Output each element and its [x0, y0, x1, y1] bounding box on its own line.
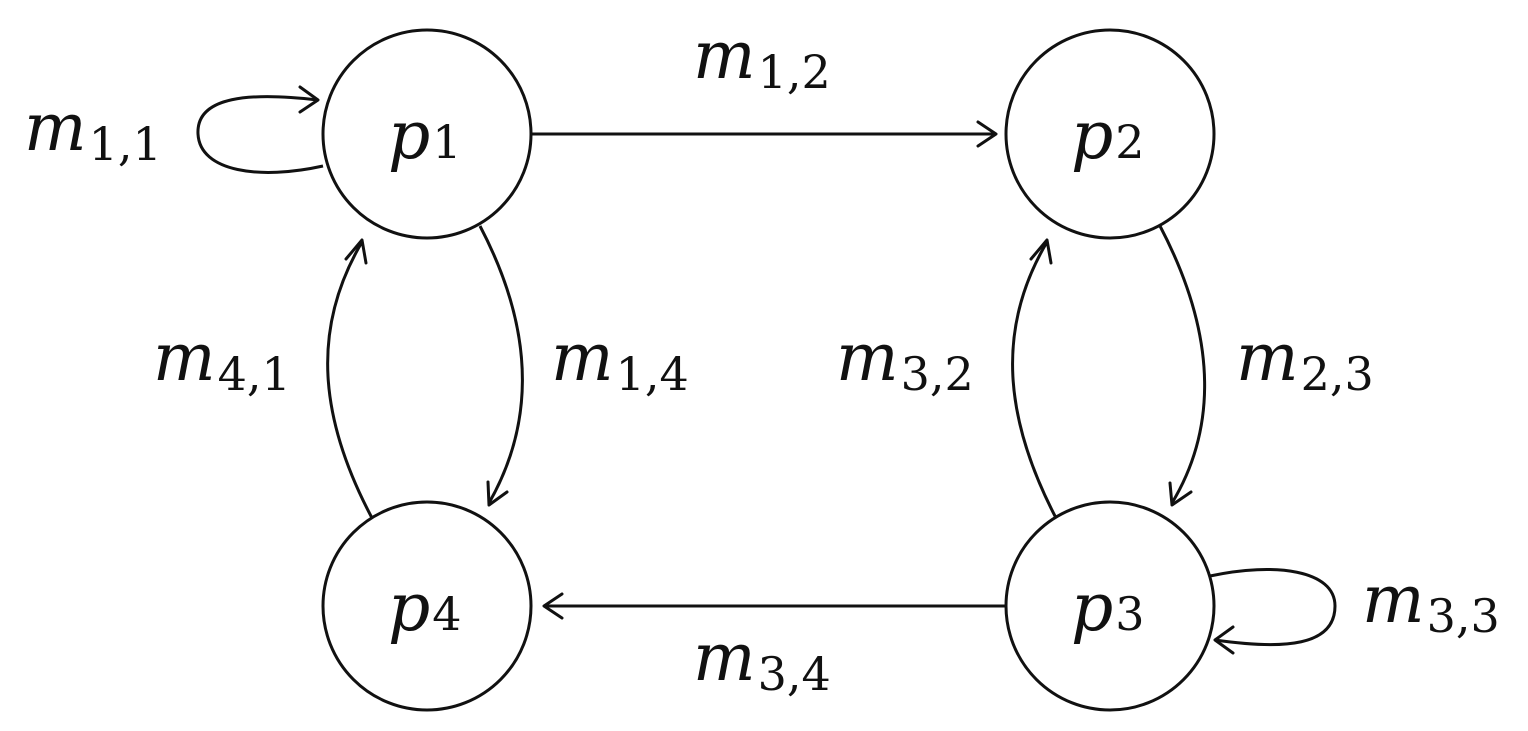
- node-p2-label: p2: [1071, 97, 1145, 174]
- edge-label-m32: m3,2: [836, 319, 974, 401]
- node-p1[interactable]: p1: [321, 28, 533, 240]
- edges: [196, 85, 1337, 655]
- edge-m12: [531, 120, 998, 148]
- node-p3[interactable]: p3: [1004, 500, 1216, 712]
- edge-label-m34: m3,4: [693, 619, 831, 701]
- edge-label-m12: m1,2: [693, 17, 831, 99]
- node-p4[interactable]: p4: [321, 500, 533, 712]
- nodes: p1 p2 p3 p4: [321, 28, 1216, 712]
- edge-m11: [196, 85, 324, 174]
- edge-m41: [326, 238, 374, 519]
- edge-m14: [478, 225, 524, 507]
- node-p4-label: p4: [388, 569, 462, 646]
- edge-label-m23: m2,3: [1236, 319, 1374, 401]
- edge-m23: [1158, 225, 1207, 507]
- edge-label-m41: m4,1: [153, 319, 291, 401]
- edge-label-m11: m1,1: [24, 89, 162, 171]
- edge-label-m14: m1,4: [551, 319, 689, 401]
- node-p2[interactable]: p2: [1004, 28, 1216, 240]
- edge-labels: m1,1 m1,2 m1,4 m4,1 m3,2 m2,3 m3,3 m3,4: [24, 17, 1500, 701]
- node-p1-label: p1: [388, 97, 462, 174]
- edge-m32: [1011, 238, 1058, 519]
- edge-label-m33: m3,3: [1362, 561, 1500, 643]
- edge-m33: [1209, 568, 1337, 655]
- node-p3-label: p3: [1071, 569, 1145, 646]
- edge-m34: [542, 592, 1005, 620]
